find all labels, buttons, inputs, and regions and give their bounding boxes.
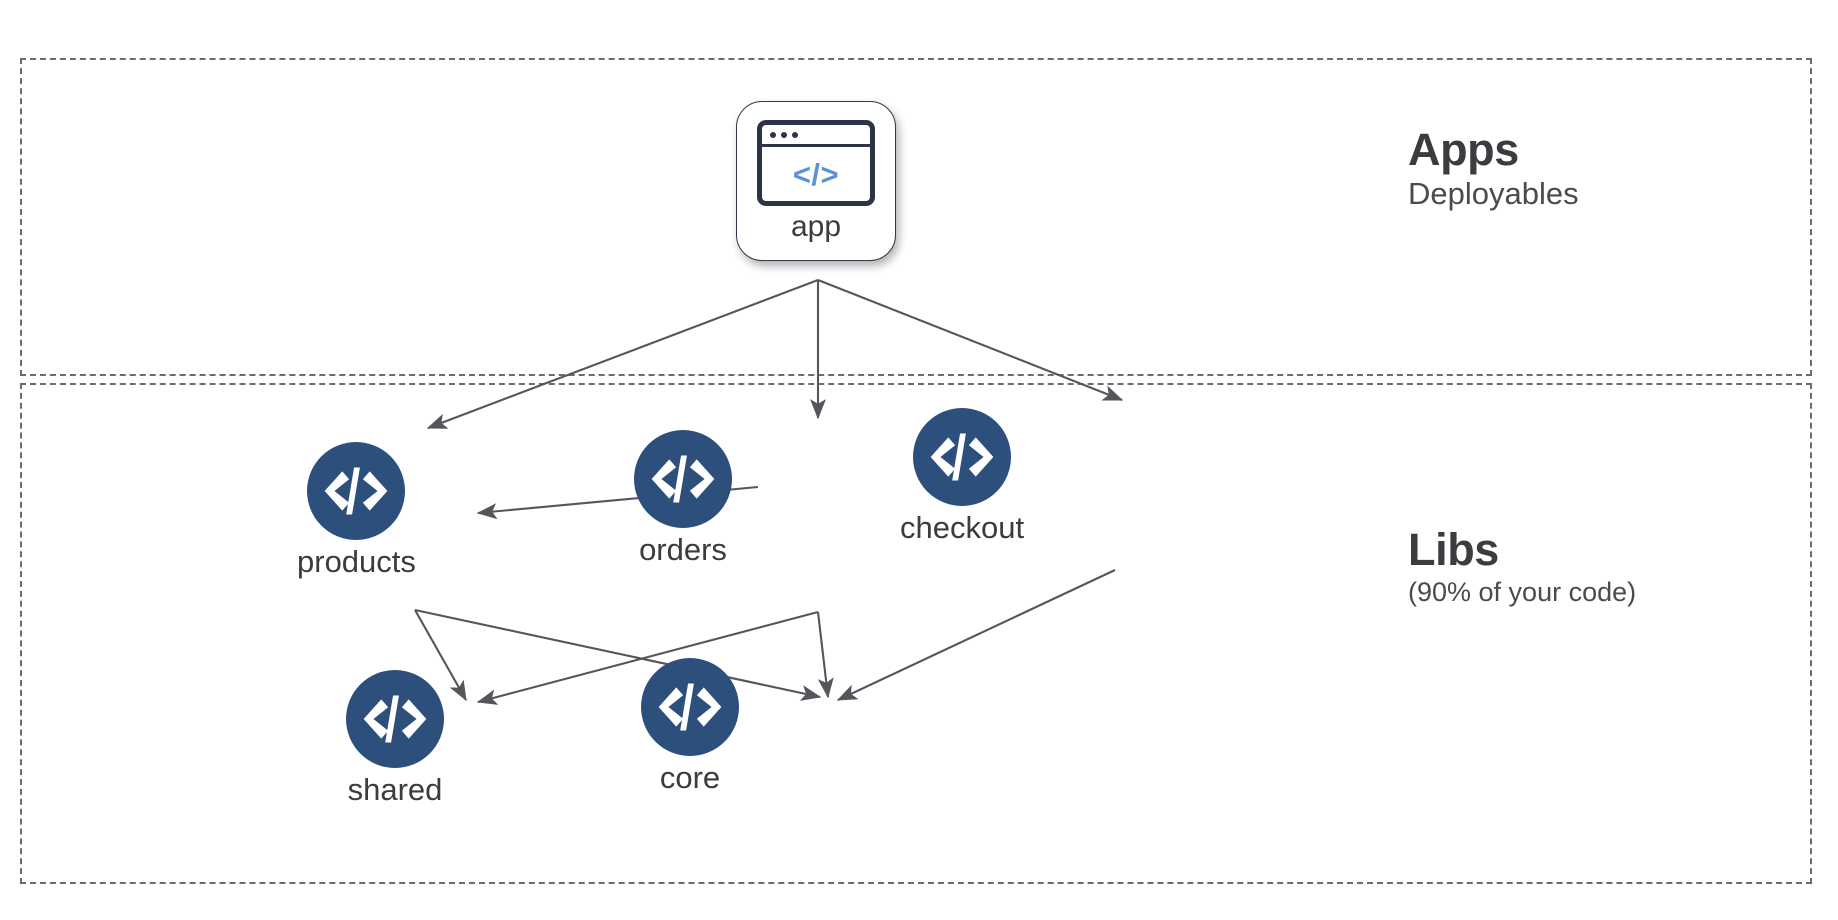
- code-icon: [641, 658, 739, 756]
- edge-orders-shared: [476, 610, 819, 705]
- edge-orders-core: [816, 611, 834, 699]
- code-brackets-text: </>: [792, 157, 840, 192]
- zone-libs-subtitle: (90% of your code): [1408, 577, 1637, 608]
- zone-apps-caption: Apps Deployables: [1408, 124, 1579, 212]
- node-app-label: app: [790, 210, 842, 243]
- node-products[interactable]: products: [297, 442, 416, 579]
- edge-checkout-core: [836, 569, 1116, 701]
- zone-libs: [20, 383, 1812, 884]
- zone-libs-title: Libs: [1408, 524, 1499, 575]
- zone-apps-title: Apps: [1408, 124, 1519, 175]
- edge-app-products: [426, 279, 819, 429]
- node-core[interactable]: core: [641, 658, 739, 795]
- node-shared-label: shared: [347, 772, 443, 807]
- code-icon: [634, 430, 732, 528]
- code-icon: [913, 408, 1012, 506]
- zone-libs-caption: Libs (90% of your code): [1408, 524, 1637, 608]
- node-checkout[interactable]: checkout: [900, 408, 1024, 545]
- browser-dot: [781, 131, 787, 138]
- node-checkout-label: checkout: [900, 510, 1025, 545]
- zone-apps-subtitle: Deployables: [1408, 176, 1579, 212]
- zone-apps: [20, 58, 1812, 376]
- code-icon: [307, 442, 406, 540]
- browser-code-icon: </>: [757, 120, 875, 206]
- node-products-label: products: [297, 544, 416, 579]
- edge-app-checkout: [817, 279, 1124, 401]
- edge-products-shared: [414, 609, 467, 702]
- node-shared[interactable]: shared: [346, 670, 444, 807]
- node-app[interactable]: </> app: [736, 101, 896, 261]
- browser-dot: [770, 131, 776, 138]
- browser-dot: [792, 131, 798, 138]
- node-core-label: core: [659, 760, 721, 795]
- code-icon: [346, 670, 444, 768]
- node-orders-label: orders: [639, 532, 727, 567]
- node-orders[interactable]: orders: [634, 430, 732, 567]
- edge-products-core: [414, 608, 822, 701]
- browser-titlebar: [762, 125, 870, 147]
